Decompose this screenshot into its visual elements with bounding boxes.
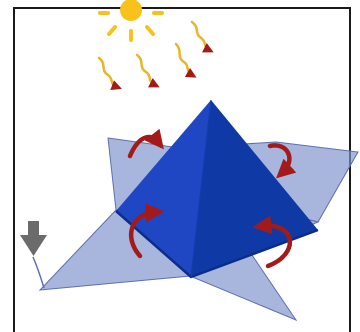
light-ray-icon <box>192 22 209 50</box>
light-ray-icon <box>176 44 192 75</box>
sun-icon <box>100 0 162 40</box>
light-ray-icon <box>99 58 117 87</box>
print-nozzle-icon <box>20 221 47 288</box>
light-ray-icon <box>137 55 155 85</box>
